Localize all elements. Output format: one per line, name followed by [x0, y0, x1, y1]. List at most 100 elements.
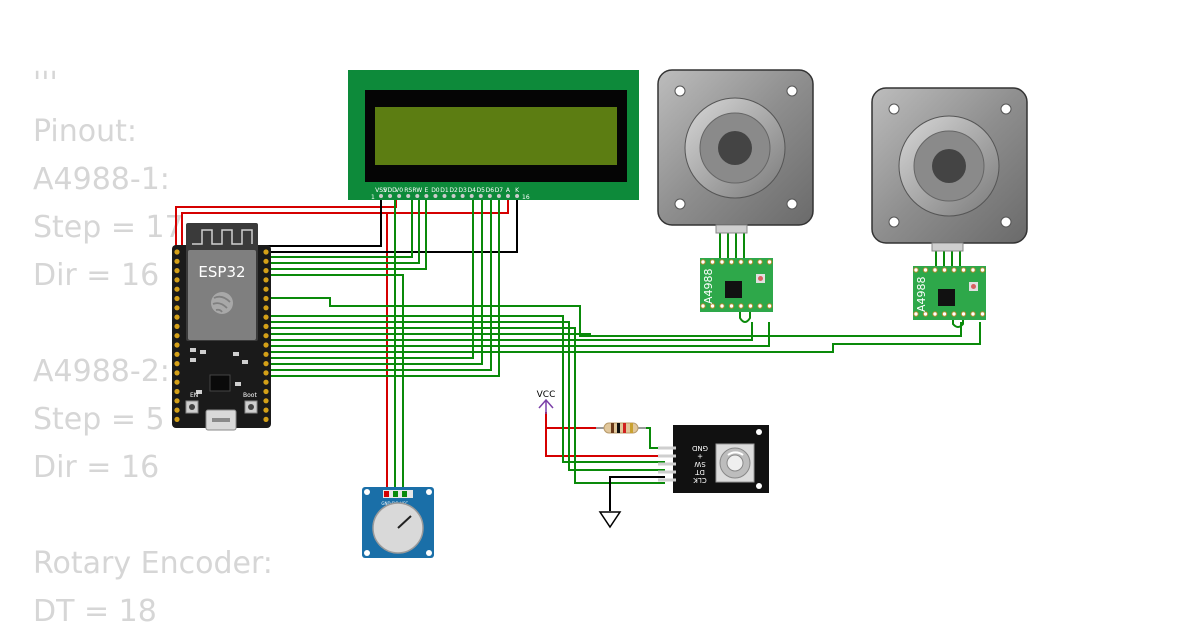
- motor-shaft: [718, 131, 752, 165]
- boot-button[interactable]: [244, 400, 258, 414]
- esp32-pin: [174, 379, 180, 385]
- esp32-pin: [174, 249, 180, 255]
- pinout-note-line: DT = 18: [33, 594, 157, 629]
- esp32-pin: [174, 351, 180, 357]
- driver-pin: [766, 303, 773, 309]
- wire-green: [266, 333, 591, 336]
- motor-connector: [931, 242, 964, 252]
- driver-pin: [932, 311, 938, 317]
- mount-hole-icon: [426, 550, 432, 556]
- pinout-note-line: Rotary Encoder:: [33, 546, 273, 581]
- a4988-driver-2[interactable]: A4988: [913, 266, 986, 320]
- wire-green: [266, 197, 500, 377]
- encoder-pin-label: DT: [694, 468, 704, 476]
- lcd-pin: [442, 194, 447, 198]
- encoder-pin-label: CLK: [693, 476, 707, 484]
- mount-hole-icon: [888, 103, 900, 115]
- encoder-pin-label: SW: [694, 460, 705, 468]
- lcd-pin-label: D3: [458, 187, 467, 194]
- lcd-pin: [505, 194, 510, 198]
- lcd-pin-label: A: [506, 187, 511, 194]
- wire-green: [266, 197, 420, 264]
- esp32-pin: [174, 388, 180, 395]
- esp32-left-pins: [174, 249, 180, 422]
- rotate-arrow-icon: [727, 451, 744, 456]
- vcc-label: VCC: [537, 390, 556, 400]
- driver-pin: [941, 267, 948, 273]
- wire-green: [266, 322, 981, 353]
- driver-pin: [747, 303, 754, 309]
- mount-hole-icon: [1000, 216, 1012, 228]
- driver-pin: [979, 267, 986, 273]
- driver-pin: [941, 311, 948, 317]
- wire-black: [266, 197, 518, 253]
- lcd-pin-label: D0: [431, 187, 440, 194]
- wire-red: [387, 197, 509, 214]
- lcd-pin-label: D7: [495, 187, 504, 194]
- wire-black: [266, 197, 382, 247]
- potentiometer[interactable]: GNDSIGVCC: [362, 487, 434, 558]
- esp32-board[interactable]: ESP32 EN Boot: [172, 223, 271, 431]
- lcd-pin: [515, 194, 520, 198]
- encoder-pin: [658, 462, 676, 466]
- esp32-pin: [174, 416, 180, 422]
- lcd-pin-label: K: [515, 187, 520, 194]
- mount-hole-icon: [1000, 103, 1012, 115]
- driver-pin: [700, 303, 706, 309]
- wire-green: [640, 427, 665, 449]
- mount-hole-icon: [756, 429, 762, 435]
- pinout-note-line: A4988-1:: [33, 162, 170, 197]
- lcd-pin: [406, 194, 411, 198]
- usb-uart-chip: [209, 374, 231, 392]
- esp32-pin: [174, 333, 180, 339]
- esp32-pin: [263, 323, 269, 329]
- usb-slot: [212, 418, 230, 422]
- driver-pin: [960, 311, 967, 317]
- esp32-pin: [263, 388, 269, 395]
- wire-green: [266, 197, 474, 359]
- wire-green: [266, 197, 413, 258]
- esp32-pin: [263, 333, 269, 339]
- esp32-pin: [263, 398, 269, 404]
- espressif-logo-icon: [211, 292, 233, 314]
- encoder-pin-header: [658, 446, 676, 482]
- ground-symbol: [598, 511, 622, 529]
- esp32-pin: [263, 249, 269, 255]
- encoder-pin-label: GND: [692, 444, 708, 452]
- driver-pin: [728, 259, 735, 265]
- en-button[interactable]: [185, 400, 199, 414]
- lcd-pin-label: VDD: [383, 187, 397, 194]
- esp32-pin: [174, 295, 180, 302]
- lcd-pin: [478, 194, 483, 198]
- stepper-motor-2[interactable]: [871, 87, 1028, 252]
- resistor[interactable]: [596, 422, 646, 434]
- lcd-pin-label: D1: [440, 187, 449, 194]
- driver-pin: [922, 311, 929, 317]
- wire-green: [739, 310, 751, 323]
- lcd-pin-first: 1: [371, 194, 375, 201]
- lcd-pin-label: D2: [449, 187, 458, 194]
- driver-pin: [719, 303, 725, 309]
- lcd-pin: [397, 194, 402, 198]
- encoder-pin: [658, 454, 676, 458]
- mount-hole-icon: [888, 216, 900, 228]
- driver-pin: [700, 259, 706, 265]
- lcd-pin: [487, 194, 492, 198]
- driver-pin: [913, 267, 919, 273]
- pinout-note-line: Dir = 16: [33, 258, 160, 293]
- esp32-pin: [174, 286, 180, 292]
- driver-pin: [766, 259, 773, 265]
- driver-pin-row: [913, 311, 986, 317]
- wires: VCC: [175, 197, 981, 529]
- driver-pin: [719, 259, 725, 265]
- mount-hole-icon: [364, 550, 370, 556]
- encoder-shaft: [726, 454, 744, 472]
- a4988-driver-1[interactable]: A4988: [700, 258, 773, 312]
- stepper-motor-1[interactable]: [657, 69, 814, 234]
